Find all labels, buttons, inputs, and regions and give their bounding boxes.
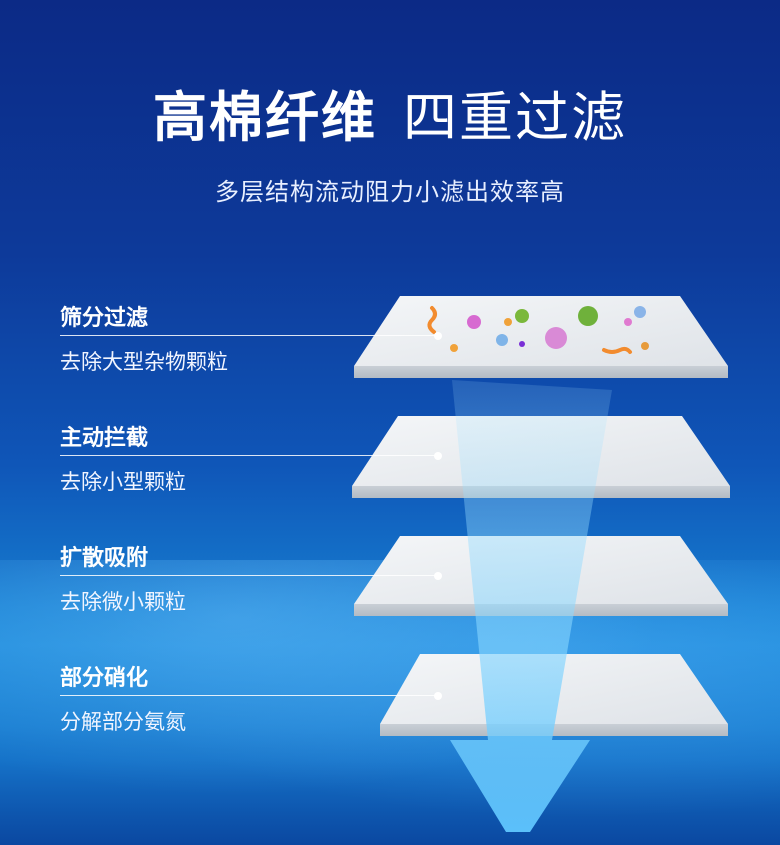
title-bold: 高棉纤维 (153, 86, 377, 149)
leader-dot-1 (434, 331, 442, 340)
layer-desc-1: 去除大型杂物颗粒 (60, 350, 228, 374)
leader-dot-3 (434, 571, 442, 580)
page-title: 高棉纤维四重过滤 (0, 86, 780, 150)
layer-desc-4: 分解部分氨氮 (60, 710, 186, 734)
layer-desc-3: 去除微小颗粒 (60, 590, 186, 614)
title-light: 四重过滤 (403, 86, 627, 149)
layer-desc-2: 去除小型颗粒 (60, 470, 186, 494)
leader-dot-4 (434, 691, 442, 700)
layer-label-1: 筛分过滤 去除大型杂物颗粒 (60, 300, 228, 376)
layer-name-1: 筛分过滤 (60, 306, 149, 331)
leader-line-1 (60, 335, 438, 336)
leader-dot-2 (434, 451, 442, 460)
layer-name-2: 主动拦截 (60, 426, 149, 451)
layer-name-3: 扩散吸附 (60, 546, 149, 571)
virus-icon (450, 306, 649, 352)
leader-line-3 (60, 575, 438, 576)
leader-line-4 (60, 695, 438, 696)
layer-label-2: 主动拦截 去除小型颗粒 (60, 420, 186, 496)
leader-line-2 (60, 455, 438, 456)
page-subtitle: 多层结构流动阻力小滤出效率高 (215, 178, 565, 206)
bacteria-icon (427, 306, 437, 334)
layer-label-4: 部分硝化 分解部分氨氮 (60, 660, 186, 736)
layer-label-3: 扩散吸附 去除微小颗粒 (60, 540, 186, 616)
layer-name-4: 部分硝化 (60, 666, 149, 691)
